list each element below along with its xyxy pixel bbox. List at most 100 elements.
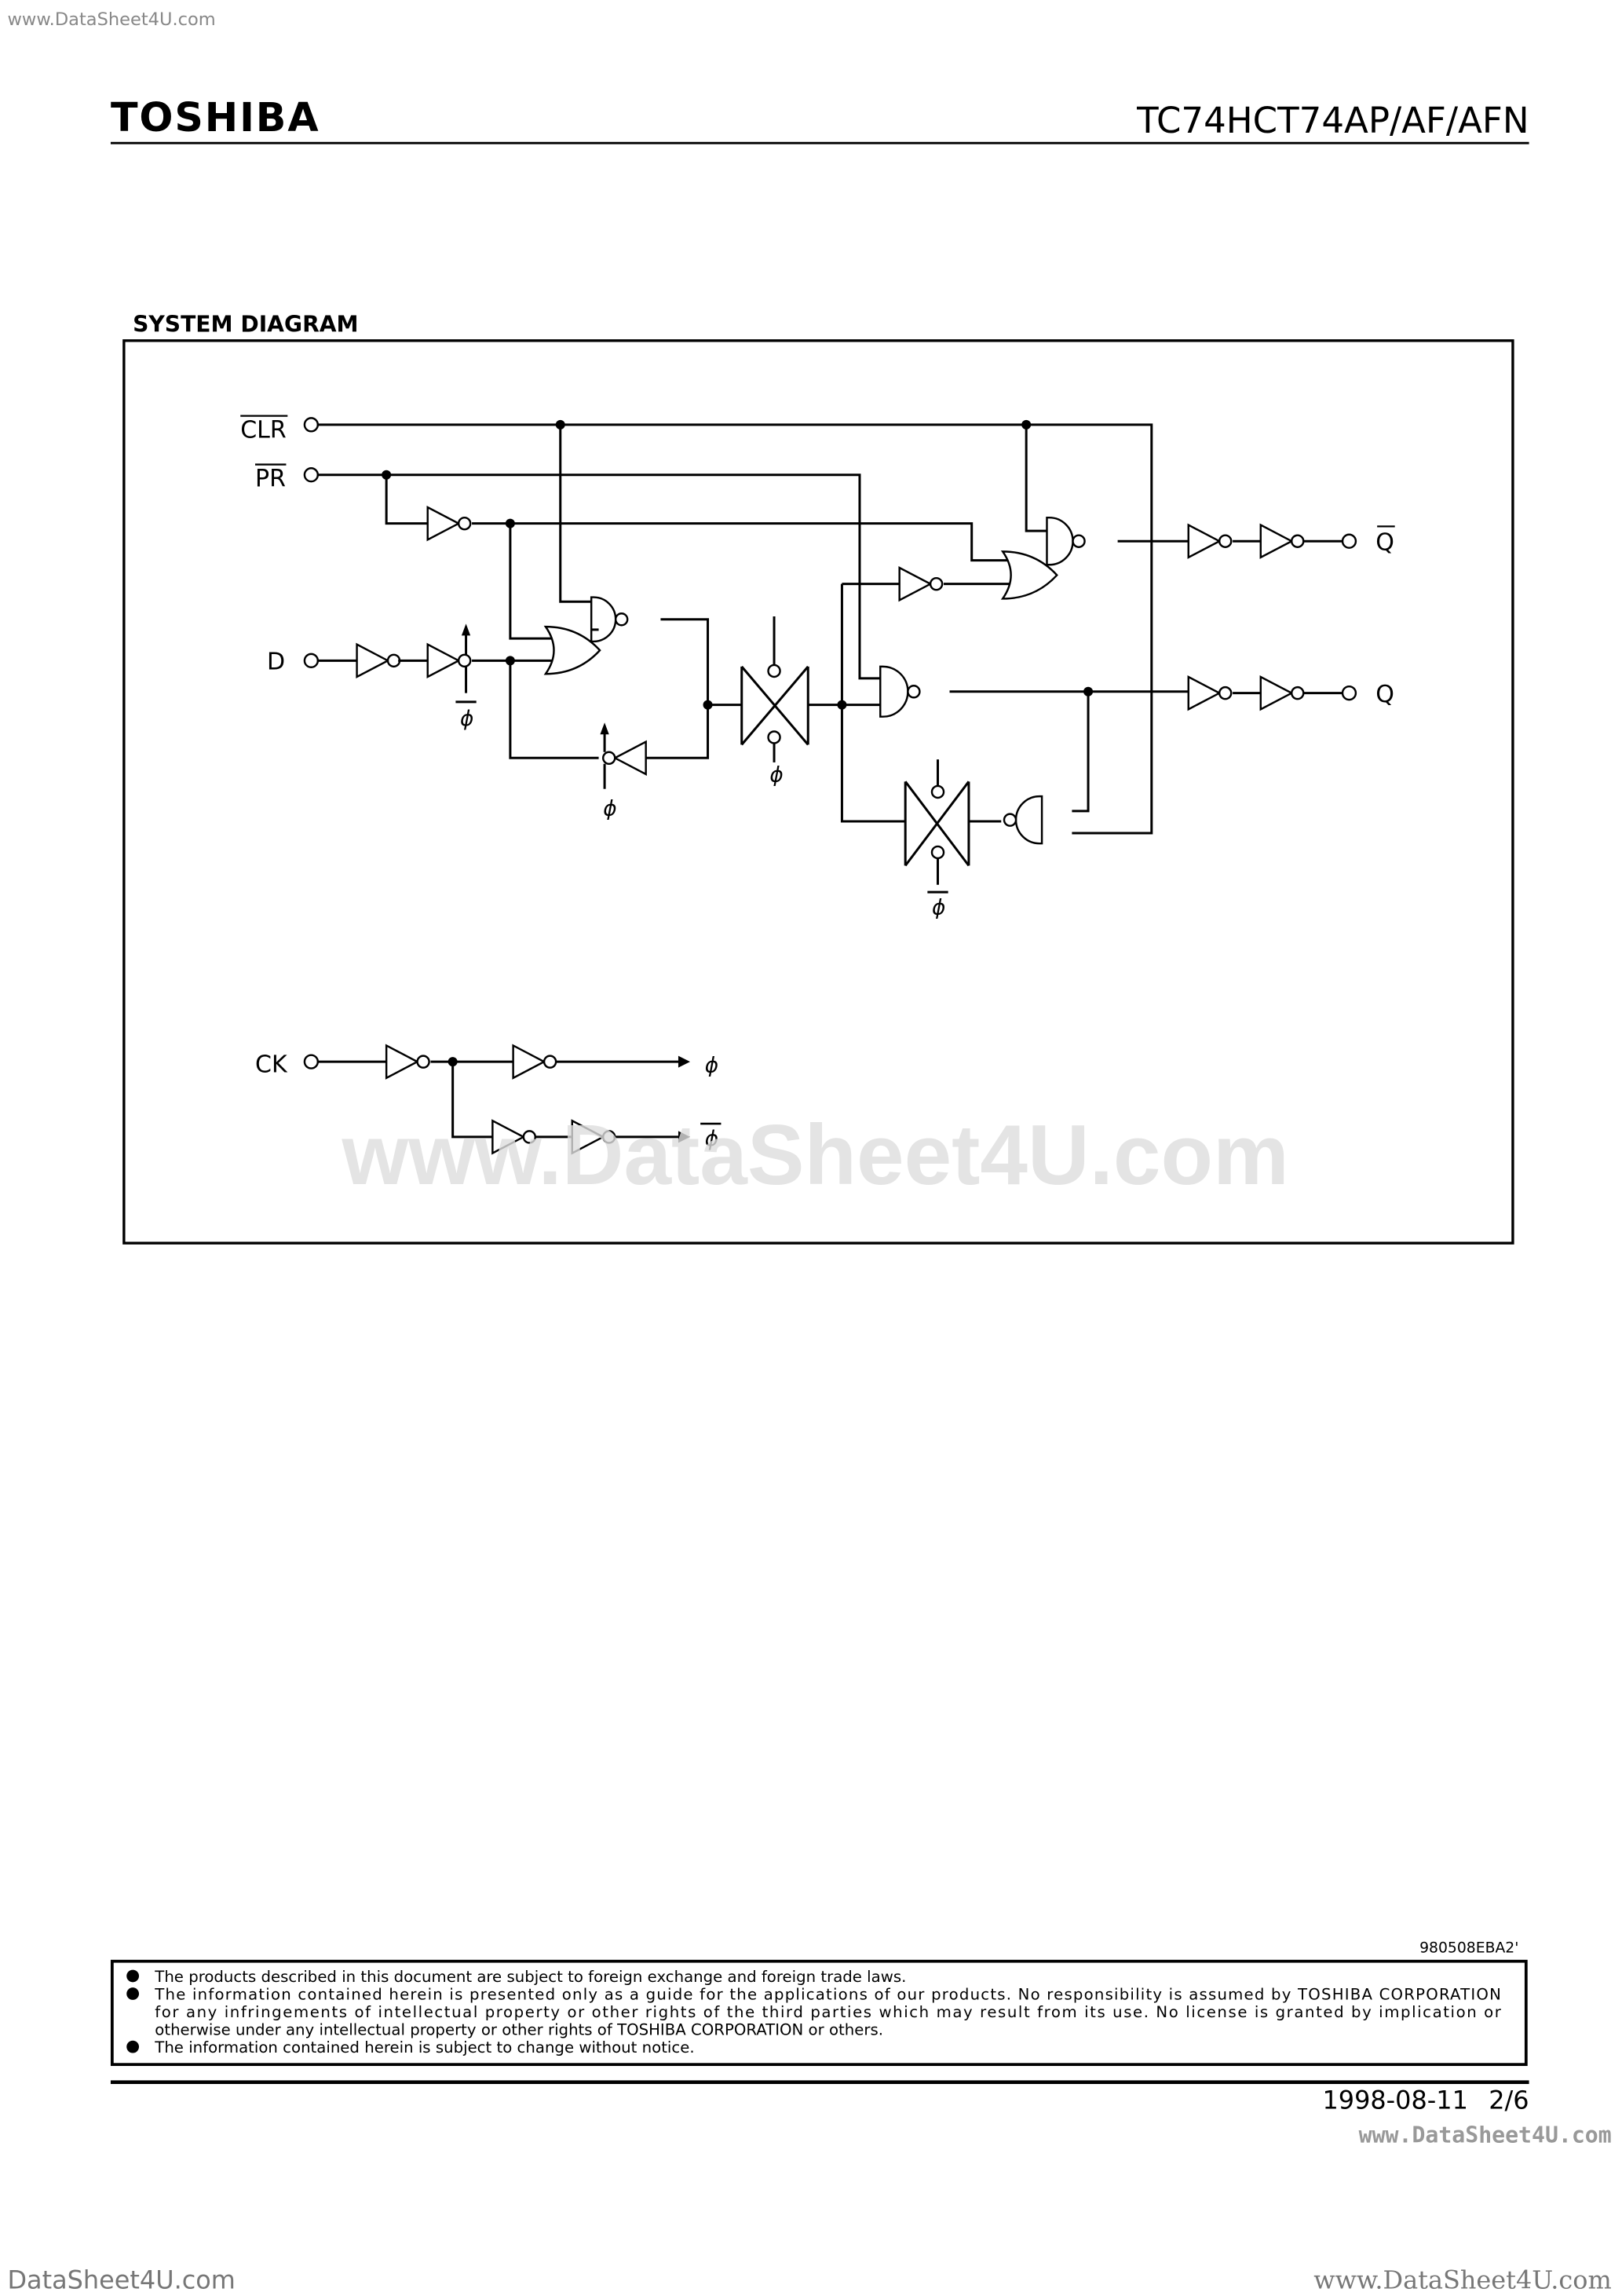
inversion-bubble (929, 576, 944, 591)
inversion-bubble (601, 751, 616, 766)
inversion-bubble (542, 1055, 557, 1069)
inversion-bubble (907, 685, 921, 699)
junction-dot (1083, 686, 1094, 696)
inverter-body (356, 642, 390, 679)
inversion-bubble (614, 612, 629, 627)
inverter-body (426, 642, 461, 679)
notice-box (110, 1959, 1528, 2067)
phi-label: ϕ (705, 1054, 718, 1077)
arrow-head (600, 722, 609, 735)
inverter-body (426, 506, 461, 542)
wire (316, 423, 1153, 835)
inverter (1259, 675, 1294, 711)
watermark-bottom-right-link[interactable]: www.DataSheet4U.com (1313, 2265, 1611, 2295)
pin-circle (1341, 533, 1357, 549)
q-bar-label: Q (1375, 528, 1394, 556)
inverter (1187, 675, 1222, 711)
pin-circle (303, 653, 320, 669)
inverter-body (898, 566, 933, 602)
diagram-frame (122, 339, 1514, 1245)
inverter (512, 1044, 546, 1080)
inverter (356, 642, 390, 679)
notice-line: for any infringements of intellectual pr… (155, 2003, 1501, 2021)
pin-circle (1341, 685, 1357, 701)
inversion-bubble (930, 784, 945, 799)
inversion-bubble (416, 1055, 430, 1069)
wire (316, 473, 881, 680)
q-label: Q (1375, 681, 1394, 708)
notice-line: The information contained herein is pres… (154, 1986, 1501, 2004)
junction-dot (505, 656, 515, 666)
inversion-bubble (1003, 813, 1017, 827)
nand-gate (590, 596, 617, 643)
inverter (898, 566, 933, 602)
wire (559, 424, 592, 603)
arrow-head (678, 1131, 691, 1143)
pr-label: PR (255, 466, 286, 493)
inversion-bubble (1072, 534, 1086, 548)
nand-gate (1046, 516, 1074, 566)
bullet-icon (126, 2040, 140, 2053)
wire (645, 618, 710, 759)
inversion-bubble (930, 845, 945, 860)
inverter-body (512, 1044, 546, 1080)
wire (1025, 424, 1047, 532)
or-gate (1000, 550, 1058, 600)
wire (472, 522, 1012, 562)
brand-logo: TOSHIBA (111, 94, 320, 141)
inversion-bubble (1290, 686, 1305, 700)
inverter (1187, 523, 1222, 559)
wire (509, 660, 599, 759)
pin-circle (303, 467, 320, 483)
wire (451, 1062, 493, 1139)
junction-dot (505, 518, 515, 528)
inverter (612, 740, 647, 776)
bullet-icon (126, 1987, 140, 2000)
inversion-bubble (1218, 534, 1233, 548)
transmission-gate (904, 781, 970, 867)
inverter-body (491, 1119, 526, 1155)
nand-gate (879, 665, 909, 718)
inversion-bubble (767, 730, 781, 744)
phi-label: ϕ (932, 896, 945, 919)
watermark-bottom-left-link[interactable]: DataSheet4U.com (8, 2265, 236, 2295)
notice-line: The products described in this document … (154, 1968, 906, 1986)
notice-line: The information contained herein is subj… (154, 2038, 694, 2057)
watermark-top-link[interactable]: www.DataSheet4U.com (8, 9, 216, 30)
d-label: D (267, 649, 285, 676)
clr-label: CLR (240, 417, 287, 444)
inverter (426, 642, 461, 679)
arrow-head (678, 1055, 691, 1068)
ck-label: CK (255, 1051, 288, 1078)
junction-dot (382, 470, 392, 480)
inversion-bubble (457, 653, 472, 668)
inverter (571, 1119, 605, 1155)
inverter-body (1259, 523, 1294, 559)
nand-gate (1014, 795, 1043, 845)
inverter (1259, 523, 1294, 559)
pin-circle (303, 417, 320, 433)
inversion-bubble (1218, 686, 1233, 700)
inversion-bubble (767, 664, 781, 678)
inversion-bubble (386, 653, 401, 668)
part-number: TC74HCT74AP/AF/AFN (1136, 100, 1529, 141)
wire (385, 474, 428, 525)
inversion-bubble (1290, 534, 1305, 548)
watermark-right-link[interactable]: www.DataSheet4U.com (1359, 2122, 1612, 2148)
notice-line: otherwise under any intellectual propert… (155, 2021, 883, 2039)
wire (1072, 691, 1090, 813)
footer-date: 1998-08-11 (1322, 2085, 1467, 2115)
phi-label: ϕ (769, 763, 783, 787)
system-diagram (303, 417, 1357, 1155)
inversion-bubble (457, 516, 472, 531)
phi-label: ϕ (603, 798, 616, 821)
phi-label: ϕ (460, 707, 473, 731)
inverter-body (1259, 675, 1294, 711)
section-title: SYSTEM DIAGRAM (133, 312, 358, 338)
transmission-gate (740, 665, 809, 746)
bullet-icon (126, 1969, 140, 1983)
page-number: 2/6 (1489, 2085, 1529, 2115)
doc-code: 980508EBA2' (1419, 1940, 1518, 1956)
pin-circle (303, 1054, 320, 1069)
